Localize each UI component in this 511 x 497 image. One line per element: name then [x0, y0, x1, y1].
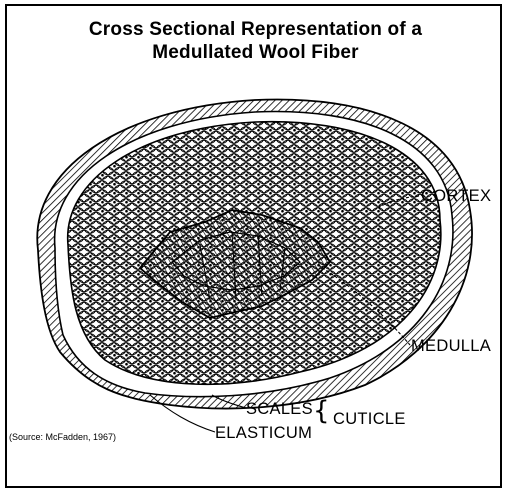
elasticum-label: ELASTICUM: [215, 424, 312, 443]
medulla-label: MEDULLA: [411, 337, 491, 356]
source-citation: (Source: McFadden, 1967): [9, 432, 116, 442]
cuticle-label: CUTICLE: [333, 410, 406, 429]
cortex-label: CORTEX: [421, 187, 491, 206]
cuticle-brace: {: [313, 398, 330, 424]
scales-label: SCALES: [246, 400, 313, 419]
